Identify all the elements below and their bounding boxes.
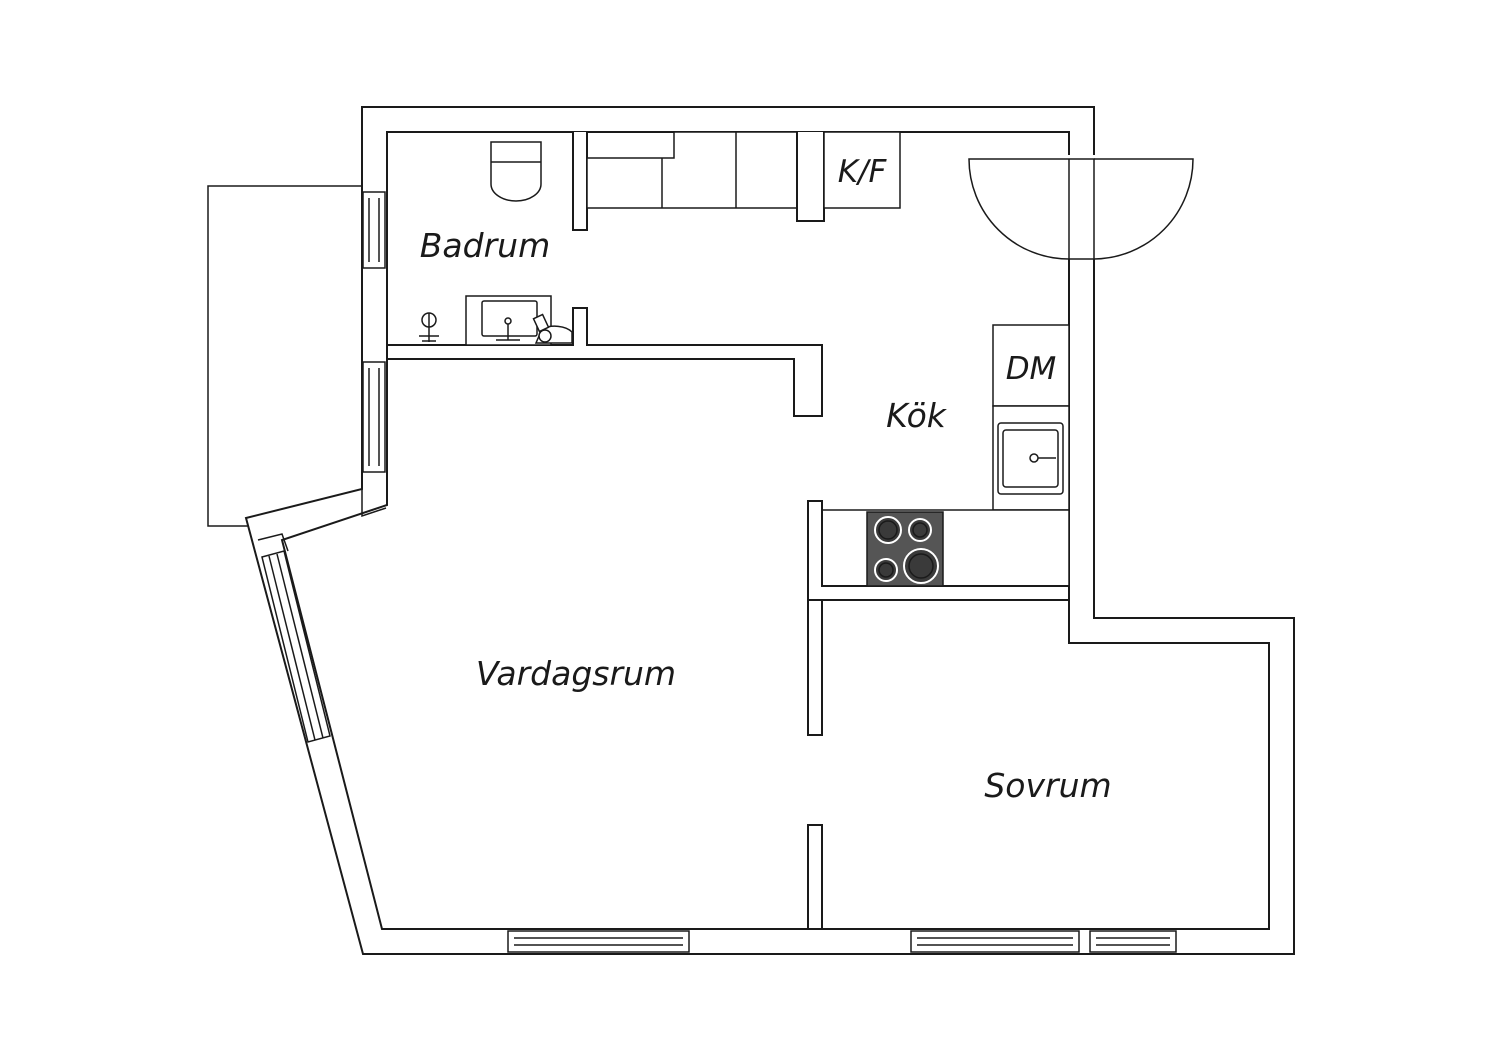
partition-wall-lower xyxy=(807,824,823,930)
window-living-slanted xyxy=(257,533,331,743)
washer-icon xyxy=(532,313,573,344)
shower-icon xyxy=(419,312,439,342)
window-bedroom-bottom-2 xyxy=(1089,930,1177,953)
dishwasher: DM xyxy=(992,324,1070,407)
bathroom-wall-bottom xyxy=(386,307,823,417)
room-label-kitchen: Kök xyxy=(886,396,948,435)
toilet xyxy=(490,141,542,202)
bedroom-wall-top xyxy=(822,599,1070,643)
fridge-freezer-label: K/F xyxy=(838,154,888,190)
kitchen-counter-right xyxy=(992,405,1070,511)
balcony xyxy=(207,185,363,527)
window-bathroom xyxy=(362,191,386,269)
bathroom-wall-right-upper xyxy=(572,132,588,231)
room-label-bedroom: Sovrum xyxy=(984,766,1111,805)
window-living-bottom xyxy=(507,930,690,953)
balcony-door-frame xyxy=(361,489,387,518)
room-label-living-room: Vardagsrum xyxy=(476,654,676,693)
fridge-freezer: K/F xyxy=(823,131,901,209)
stove-top xyxy=(866,511,944,587)
entrance-door xyxy=(968,155,1194,260)
partition-wall-upper xyxy=(807,599,823,736)
dishwasher-label: DM xyxy=(1006,351,1057,387)
window-bedroom-bottom-1 xyxy=(910,930,1080,953)
room-label-bathroom: Badrum xyxy=(420,226,550,265)
wardrobe-unit xyxy=(586,131,825,222)
window-living-left xyxy=(362,361,386,473)
